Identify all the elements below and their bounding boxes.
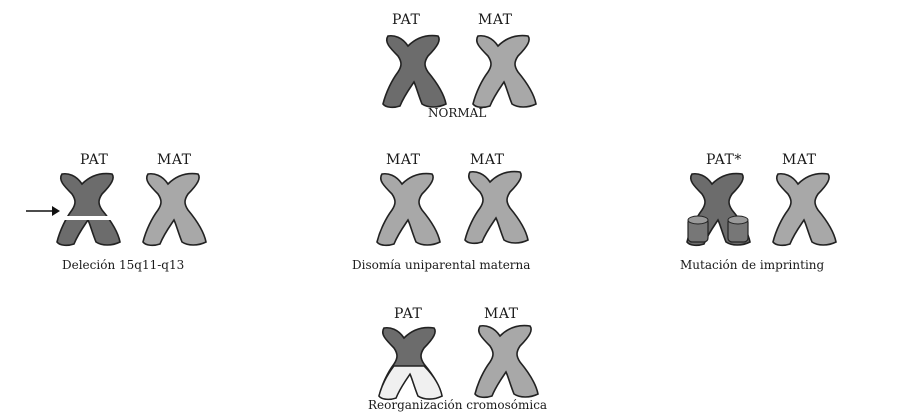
- arrow-icon: [26, 205, 60, 217]
- imprinting-pat-label: PAT*: [706, 152, 742, 168]
- normal-maternal-chromosome: [472, 34, 538, 110]
- imprinting-maternal-chromosome: [772, 172, 838, 248]
- rearrangement-paternal-chromosome: [378, 326, 444, 402]
- upd-mat-left-label: MAT: [386, 152, 421, 168]
- imprinting-paternal-chromosome: [686, 172, 752, 248]
- upd-caption: Disomía uniparental materna: [352, 258, 530, 272]
- deletion-pat-label: PAT: [80, 152, 108, 168]
- upd-maternal-chromosome-1: [376, 172, 442, 248]
- rearrangement-maternal-chromosome: [474, 324, 540, 400]
- deletion-maternal-chromosome: [142, 172, 208, 248]
- imprinting-caption: Mutación de imprinting: [680, 258, 824, 272]
- rearrangement-pat-label: PAT: [394, 306, 422, 322]
- rearrangement-caption: Reorganización cromosómica: [368, 398, 547, 412]
- normal-mat-label: MAT: [478, 12, 513, 28]
- imprinting-mat-label: MAT: [782, 152, 817, 168]
- upd-mat-right-label: MAT: [470, 152, 505, 168]
- upd-maternal-chromosome-2: [464, 170, 530, 246]
- normal-caption: NORMAL: [428, 106, 486, 120]
- normal-pat-label: PAT: [392, 12, 420, 28]
- normal-paternal-chromosome: [382, 34, 448, 110]
- deletion-caption: Deleción 15q11-q13: [62, 258, 184, 272]
- deletion-mat-label: MAT: [157, 152, 192, 168]
- rearrangement-mat-label: MAT: [484, 306, 519, 322]
- deletion-paternal-chromosome: [56, 172, 122, 248]
